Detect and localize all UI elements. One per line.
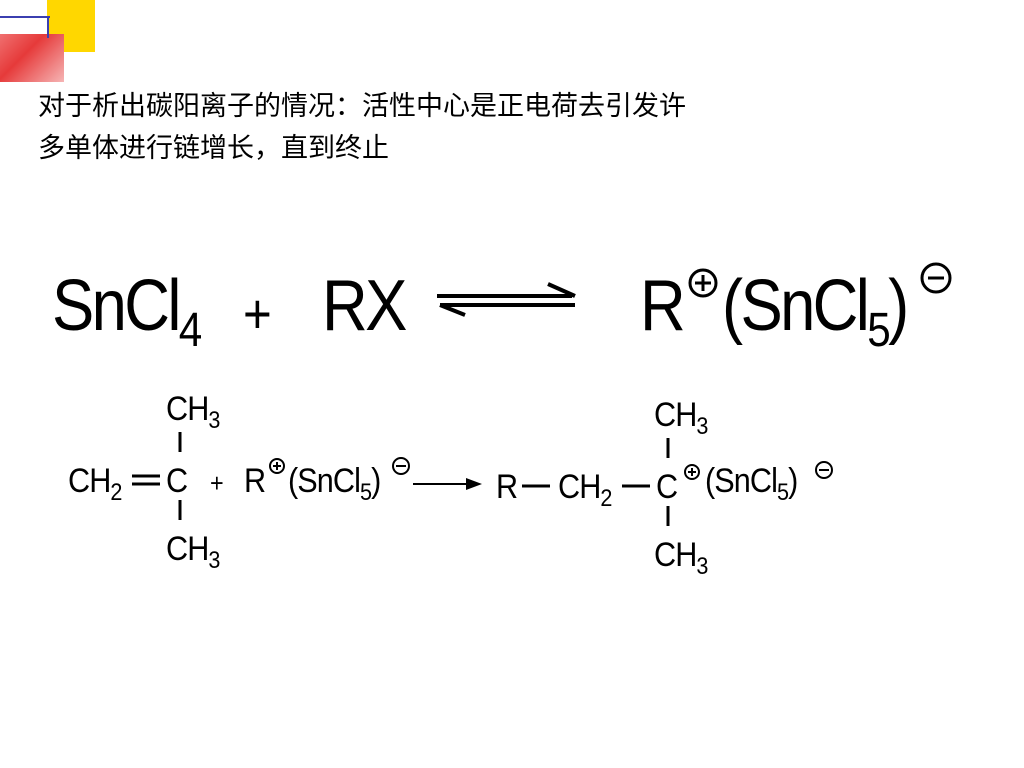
eq1-positive-charge (688, 268, 718, 298)
corner-blue-line (0, 16, 50, 18)
eq2-sncl5-left: (SnCl5) (288, 462, 381, 506)
description-line-2: 多单体进行链增长，直到终止 (38, 133, 389, 164)
eq2-left-negative-charge (392, 457, 410, 475)
eq2-c-left: C (166, 462, 188, 500)
eq2-right-negative-charge (815, 461, 833, 479)
eq1-sub4: 4 (178, 304, 202, 357)
eq1-plus: + (243, 282, 272, 345)
corner-blue-vertical-line (47, 18, 49, 38)
eq2-left-bonds (132, 432, 182, 520)
eq2-right-bonds (522, 438, 670, 526)
eq2-ch3-bottom-left: CH3 (166, 530, 220, 574)
equilibrium-reverse-head (439, 303, 466, 317)
eq1-r-cation: R (640, 266, 686, 346)
eq2-ch2-right: CH2 (558, 468, 612, 512)
eq2-r-right: R (496, 468, 518, 506)
reaction-arrow (413, 478, 482, 490)
eq1-rx: RX (322, 266, 407, 346)
eq2-ch3-bottom-right: CH3 (654, 536, 708, 580)
eq1-sncl4: SnCl4 (52, 266, 202, 357)
eq2-c-right: C (656, 468, 678, 506)
eq2-ch3-top-right: CH3 (654, 396, 708, 440)
eq1-sub5: 5 (867, 304, 890, 357)
eq2-sncl5-right: (SnCl5) (705, 462, 798, 506)
eq2-ch2-left: CH2 (68, 462, 122, 506)
reaction-arrow-head (466, 478, 482, 490)
corner-red-square (0, 34, 64, 82)
eq1-sncl5-anion: (SnCl5) (722, 266, 909, 357)
eq2-plus: + (210, 468, 224, 498)
eq2-ch3-top-left: CH3 (166, 390, 220, 434)
eq2-left-positive-charge (269, 458, 285, 474)
eq1-negative-charge (920, 262, 952, 294)
equilibrium-forward-head (547, 282, 576, 298)
eq2-right-positive-charge (684, 464, 700, 480)
description-line-1: 对于析出碳阳离子的情况：活性中心是正电荷去引发许 (38, 91, 686, 122)
equilibrium-arrow (437, 282, 576, 317)
eq2-r-left: R (244, 462, 266, 500)
